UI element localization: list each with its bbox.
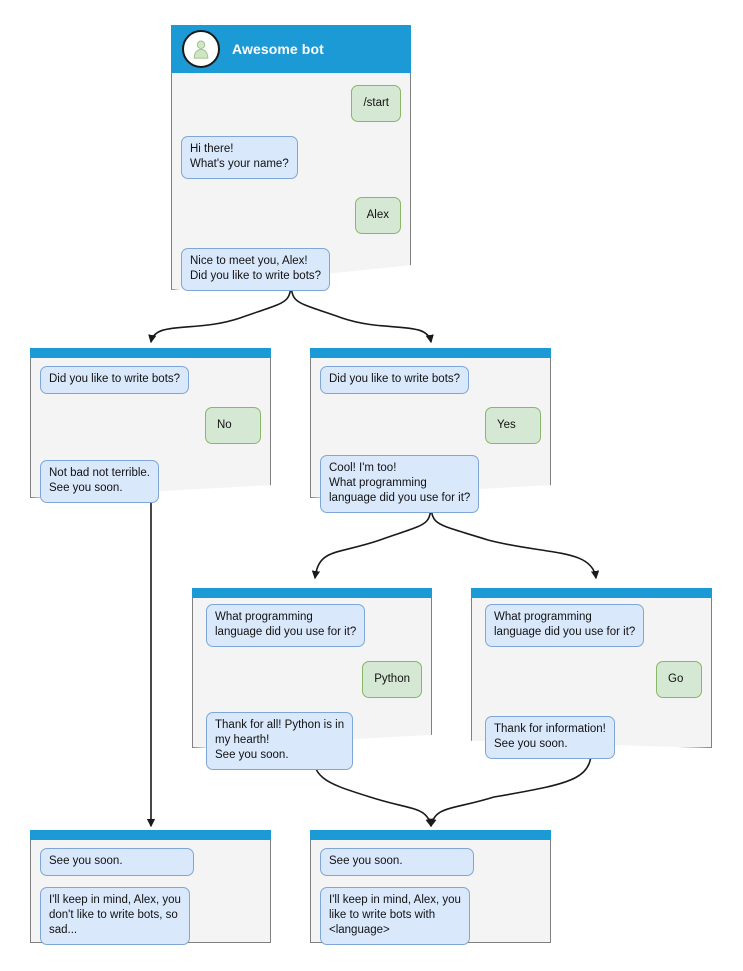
message-row: What programming language did you use fo…: [206, 604, 422, 647]
bot-message-bubble[interactable]: Thank for information! See you soon.: [485, 716, 615, 759]
message-row: Go: [485, 661, 702, 698]
node-python-branch-messages: What programming language did you use fo…: [192, 598, 432, 770]
node-yes-branch-header: [310, 348, 551, 358]
node-python-branch-header: [192, 588, 432, 598]
message-row: Hi there! What's your name?: [181, 136, 401, 179]
message-row: Thank for information! See you soon.: [485, 716, 702, 759]
node-end-sad[interactable]: See you soon. I'll keep in mind, Alex, y…: [30, 830, 271, 945]
node-go-branch[interactable]: What programming language did you use fo…: [471, 588, 712, 759]
bot-message-bubble[interactable]: Hi there! What's your name?: [181, 136, 298, 179]
user-message-bubble[interactable]: Python: [362, 661, 422, 698]
bot-message-bubble[interactable]: What programming language did you use fo…: [206, 604, 366, 647]
message-row: See you soon.: [40, 848, 261, 876]
person-icon: [182, 30, 220, 68]
user-message-bubble[interactable]: Yes: [485, 407, 541, 444]
message-row: Yes: [320, 407, 541, 444]
node-end-happy[interactable]: See you soon. I'll keep in mind, Alex, y…: [310, 830, 551, 945]
message-row: Nice to meet you, Alex! Did you like to …: [181, 248, 401, 291]
bot-message-bubble[interactable]: See you soon.: [40, 848, 194, 876]
message-row: Python: [206, 661, 422, 698]
bot-message-bubble[interactable]: Nice to meet you, Alex! Did you like to …: [181, 248, 331, 291]
node-root[interactable]: Awesome bot /start Hi there! What's your…: [171, 25, 411, 291]
message-row: Cool! I'm too! What programming language…: [320, 455, 541, 513]
node-root-messages: /start Hi there! What's your name? Alex …: [171, 73, 411, 302]
user-message-bubble[interactable]: Go: [656, 661, 702, 698]
node-no-branch-header: [30, 348, 271, 358]
node-yes-branch[interactable]: Did you like to write bots? Yes Cool! I'…: [310, 348, 551, 513]
node-end-happy-messages: See you soon. I'll keep in mind, Alex, y…: [310, 840, 551, 951]
message-row: Alex: [181, 197, 401, 234]
message-row: Thank for all! Python is in my hearth! S…: [206, 712, 422, 770]
node-go-branch-messages: What programming language did you use fo…: [471, 598, 712, 759]
node-no-branch-messages: Did you like to write bots? No Not bad n…: [30, 358, 271, 506]
message-row: No: [40, 407, 261, 444]
message-row: Did you like to write bots?: [320, 366, 541, 394]
node-python-branch[interactable]: What programming language did you use fo…: [192, 588, 432, 770]
node-yes-branch-messages: Did you like to write bots? Yes Cool! I'…: [310, 358, 551, 513]
bot-message-bubble[interactable]: See you soon.: [320, 848, 474, 876]
node-end-sad-header: [30, 830, 271, 840]
node-no-branch[interactable]: Did you like to write bots? No Not bad n…: [30, 348, 271, 503]
user-message-bubble[interactable]: /start: [351, 85, 401, 122]
bot-message-bubble[interactable]: I'll keep in mind, Alex, you like to wri…: [320, 887, 470, 945]
message-row: Not bad not terrible. See you soon.: [40, 460, 261, 503]
bot-message-bubble[interactable]: What programming language did you use fo…: [485, 604, 645, 647]
message-row: I'll keep in mind, Alex, you don't like …: [40, 887, 261, 945]
message-row: See you soon.: [320, 848, 541, 876]
message-row: /start: [181, 85, 401, 122]
bot-message-bubble[interactable]: I'll keep in mind, Alex, you don't like …: [40, 887, 190, 945]
bot-message-bubble[interactable]: Thank for all! Python is in my hearth! S…: [206, 712, 354, 770]
user-message-bubble[interactable]: Alex: [354, 197, 401, 234]
user-message-bubble[interactable]: No: [205, 407, 261, 444]
bot-message-bubble[interactable]: Did you like to write bots?: [40, 366, 190, 394]
bot-message-bubble[interactable]: Cool! I'm too! What programming language…: [320, 455, 480, 513]
message-row: Did you like to write bots?: [40, 366, 261, 394]
message-row: I'll keep in mind, Alex, you like to wri…: [320, 887, 541, 945]
message-row: What programming language did you use fo…: [485, 604, 702, 647]
bot-message-bubble[interactable]: Did you like to write bots?: [320, 366, 470, 394]
node-go-branch-header: [471, 588, 712, 598]
bot-message-bubble[interactable]: Not bad not terrible. See you soon.: [40, 460, 160, 503]
node-root-header: Awesome bot: [171, 25, 411, 73]
node-end-happy-header: [310, 830, 551, 840]
node-end-sad-messages: See you soon. I'll keep in mind, Alex, y…: [30, 840, 271, 951]
bot-title: Awesome bot: [232, 41, 324, 57]
